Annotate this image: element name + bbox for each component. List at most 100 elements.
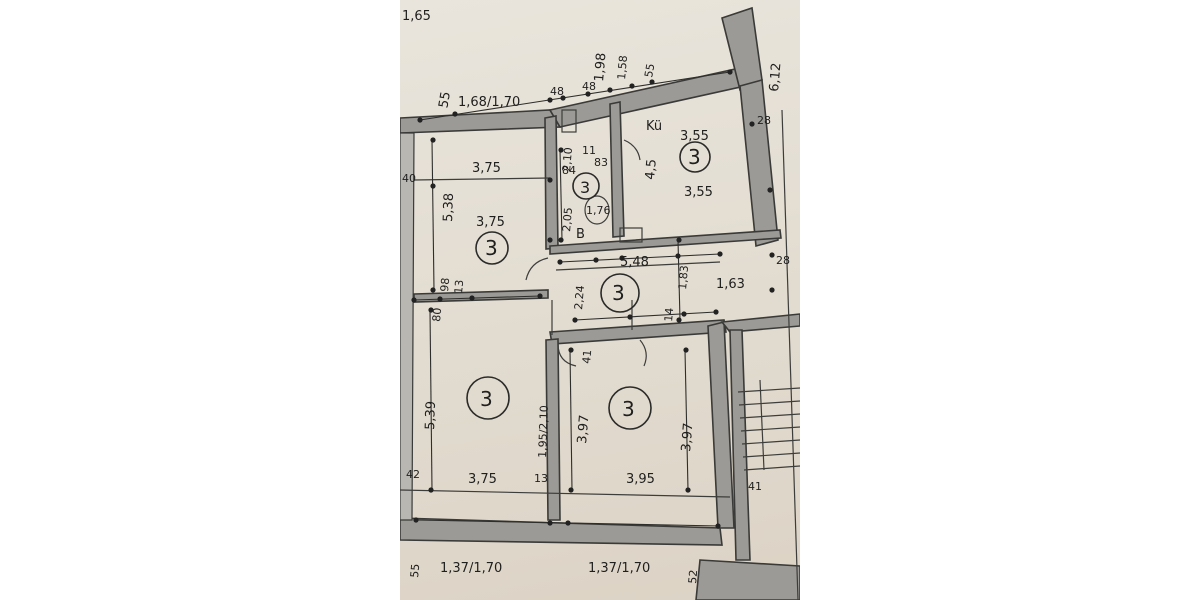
label-r3-41: 41 (580, 349, 594, 364)
dimension-dot (560, 95, 566, 101)
stairwell-wall (720, 313, 800, 333)
room-ring-2 (466, 376, 510, 420)
room-ring-1 (475, 231, 509, 265)
label-bottom-55: 55 (408, 563, 422, 578)
label-hall-183: 1,83 (676, 265, 691, 291)
label-side-612: 6,12 (767, 62, 784, 92)
dimension-dot (749, 121, 755, 127)
dimension-dot (430, 287, 436, 293)
dimension-dot (413, 517, 419, 523)
dimension-dot (681, 311, 687, 317)
bottom-right-block (695, 559, 800, 600)
wall-hall-top (549, 229, 782, 255)
label-r1-top: 3,75 (472, 161, 501, 176)
label-bath-83: 83 (594, 156, 608, 169)
label-left-98: 98 (438, 277, 452, 292)
dimension-dot (676, 317, 682, 323)
label-bottom-span-a: 1,37/1,70 (440, 561, 502, 576)
dimension-dot (607, 87, 613, 93)
label-r2-width: 3,75 (468, 472, 497, 487)
label-bath-11: 11 (582, 144, 596, 157)
dimension-dot (568, 487, 574, 493)
label-r2-height: 5,39 (423, 401, 439, 430)
dimension-dot (537, 293, 543, 299)
label-left-13: 13 (452, 279, 466, 294)
floor-plan-sheet: 3 3 3 3 3 3 1,65 55 1,68/1,70 48 48 1,98… (400, 0, 800, 600)
room-number-kitchen: 3 (688, 145, 701, 169)
label-hall-14: 14 (662, 307, 676, 322)
exterior-wall-top (400, 109, 562, 134)
label-bottom-span-b: 1,37/1,70 (588, 561, 650, 576)
dimension-dot (411, 297, 417, 303)
dimension-dot (547, 177, 553, 183)
dimension-dot (417, 117, 423, 123)
dimension-dot (727, 69, 733, 75)
label-r3-width: 3,95 (626, 472, 655, 487)
dimension-dot (452, 111, 458, 117)
label-r2-13: 13 (534, 472, 548, 485)
label-k-355-top: 3,55 (680, 129, 709, 144)
label-bottom-52: 52 (686, 569, 700, 584)
wall-bath-kitchen (609, 101, 625, 238)
dimension-dot (676, 237, 682, 243)
dimension-dot (627, 314, 633, 320)
dimension-dot (547, 520, 553, 526)
dimension-dot (685, 487, 691, 493)
dimension-dot (428, 487, 434, 493)
label-bath-210: 2,10 (560, 147, 575, 173)
label-k-355-mid: 3,55 (684, 185, 713, 200)
label-w55-kitchen: 55 (642, 62, 657, 78)
label-r2-42: 42 (406, 468, 420, 481)
label-left-80: 80 (430, 307, 444, 322)
dimension-labels: 1,65 55 1,68/1,70 48 48 1,98 1,58 55 6,1… (402, 9, 790, 584)
dimension-dot (469, 295, 475, 301)
label-left-40: 40 (402, 172, 416, 185)
dimension-dot (557, 259, 563, 265)
dimension-dot (558, 147, 564, 153)
dimension-dot (428, 307, 434, 313)
dimension-dot (715, 523, 721, 529)
label-k-28: 28 (757, 114, 771, 127)
dimension-dot (629, 83, 635, 89)
label-bath: B (576, 227, 585, 242)
exterior-wall-bottom (400, 517, 723, 546)
label-w55-top: 55 (436, 90, 454, 109)
room-number-1: 3 (485, 236, 498, 260)
room-number-2: 3 (480, 387, 493, 411)
dimension-dot (547, 237, 553, 243)
dimension-dot (649, 79, 655, 85)
label-bath-205: 2,05 (560, 207, 575, 233)
room-number-hall: 3 (612, 281, 625, 305)
label-k-45: 4,5 (643, 158, 660, 180)
room-numbers: 3 3 3 3 3 3 (480, 145, 701, 421)
dimension-dot (683, 347, 689, 353)
dimension-dot (717, 251, 723, 257)
dimension-dot (572, 317, 578, 323)
label-w48a: 48 (550, 85, 564, 98)
floor-plan-drawing: 3 3 3 3 3 3 1,65 55 1,68/1,70 48 48 1,98… (400, 6, 800, 600)
dimension-dot (767, 187, 773, 193)
label-top-span: 1,68/1,70 (458, 95, 520, 110)
room-ring-kitchen (679, 141, 711, 173)
dimension-dot (430, 137, 436, 143)
dimension-dot (558, 237, 564, 243)
dimension-dots (411, 69, 775, 529)
label-bath-84: 84 (562, 164, 576, 177)
label-kitchen: Kü (646, 119, 662, 134)
label-door-198: 1,98 (592, 52, 609, 82)
room-ring-3 (608, 386, 652, 430)
label-hall-28: 28 (776, 254, 790, 267)
dimension-dot (437, 296, 443, 302)
label-r3-397a: 3,97 (575, 414, 592, 444)
label-w48b: 48 (582, 80, 596, 93)
label-right-41: 41 (748, 480, 762, 493)
dimension-dot (675, 253, 681, 259)
wall-hall-bottom (549, 319, 727, 345)
label-door-158: 1,58 (615, 55, 630, 81)
dimension-dot (547, 97, 553, 103)
dimension-dot (430, 183, 436, 189)
dimension-dot (568, 347, 574, 353)
dimension-dot (769, 287, 775, 293)
dimension-dot (619, 255, 625, 261)
room-number-3: 3 (622, 397, 635, 421)
